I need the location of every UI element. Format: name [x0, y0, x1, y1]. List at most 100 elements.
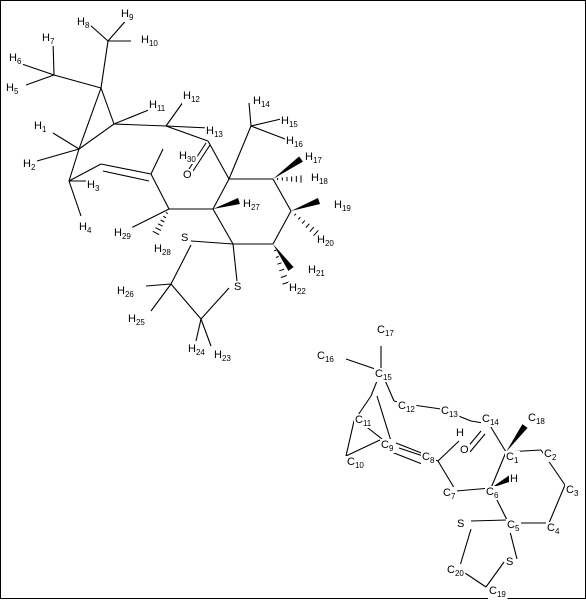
molecule-a-atom-label: H8 [76, 16, 91, 30]
atom-index: 19 [497, 590, 506, 599]
atom-symbol: H [289, 282, 297, 294]
molecule-a-atom-label: H30 [178, 150, 198, 164]
svg-text:C3: C3 [566, 484, 579, 498]
atom-symbol: H [87, 179, 95, 191]
molecule-b-atom-label: O [459, 444, 470, 456]
svg-text:C16: C16 [317, 350, 334, 364]
molecule-a-bond [272, 178, 292, 212]
molecule-a-bond [165, 125, 210, 129]
atom-index: 3 [95, 184, 100, 193]
svg-text:H3: H3 [87, 179, 100, 193]
atom-index: 10 [149, 39, 158, 48]
atom-symbol: C [375, 368, 383, 380]
atom-symbol: H [23, 158, 31, 170]
atom-index: 6 [17, 57, 22, 66]
molecule-a-wedge-bond [291, 197, 321, 211]
molecule-a-bond [207, 140, 230, 180]
atom-index: 27 [251, 203, 260, 212]
svg-text:C1: C1 [506, 451, 519, 465]
atom-symbol: H [334, 199, 342, 211]
atom-symbol: C [506, 451, 514, 463]
svg-text:C14: C14 [482, 413, 499, 427]
svg-text:C4: C4 [547, 522, 560, 536]
molecule-a-atom-label: H22 [288, 282, 308, 296]
molecule-a-bond [68, 148, 80, 182]
atom-index: 15 [289, 120, 298, 129]
molecule-a-atom-label: H27 [242, 198, 262, 212]
molecule-a-bond [250, 125, 286, 140]
molecule-b-atom-label: C11 [354, 414, 373, 428]
atom-symbol: C [489, 585, 497, 597]
svg-text:C11: C11 [355, 414, 372, 428]
molecule-b-atom-label: C20 [446, 564, 466, 578]
molecule-b-atom-label: C12 [397, 400, 417, 414]
molecule-b-atom-label: C8 [421, 451, 436, 465]
svg-text:H4: H4 [79, 221, 92, 235]
molecule-a-atom-label: S [180, 232, 190, 244]
atom-symbol: H [79, 221, 87, 233]
molecule-a-atom-label: H5 [5, 82, 20, 96]
atom-symbol: C [507, 519, 515, 531]
molecule-b-atom-label: C6 [485, 486, 500, 500]
atom-index: 1 [42, 125, 47, 134]
molecule-a-bond [190, 240, 234, 245]
svg-text:C8: C8 [422, 451, 435, 465]
molecule-b-atom-label: C1 [505, 451, 520, 465]
svg-text:C9: C9 [381, 439, 394, 453]
atom-symbol: O [183, 169, 192, 181]
molecule-b-bond [485, 561, 505, 588]
molecule-a-atom-label: H14 [252, 95, 272, 109]
atom-index: 2 [552, 453, 557, 462]
molecule-b-bonds [345, 346, 566, 588]
svg-text:H12: H12 [183, 90, 200, 104]
atom-symbol: H [286, 135, 294, 147]
molecule-b-atom-label: S [456, 518, 466, 530]
molecule-a-bond [250, 118, 282, 127]
atom-index: 16 [325, 355, 334, 364]
molecule-b-atom-label: C18 [527, 412, 547, 426]
molecule-b-atom-label: H [509, 473, 519, 485]
molecule-a-bond [128, 208, 170, 230]
svg-text:H14: H14 [253, 95, 270, 109]
molecule-b-atom-label: C2 [543, 448, 558, 462]
svg-text:H5: H5 [6, 82, 19, 96]
molecule-a-bond [150, 173, 170, 210]
molecule-a-atom-label: H1 [33, 120, 48, 134]
atom-symbol: H [114, 227, 122, 239]
svg-text:H26: H26 [117, 285, 134, 299]
molecule-a-bonds [18, 16, 321, 347]
atom-index: 16 [294, 140, 303, 149]
molecule-b-bond [388, 450, 423, 465]
molecule-a-atom-label: H28 [153, 243, 173, 257]
molecule-b-wedge-bond [491, 475, 513, 488]
atom-symbol: O [460, 444, 469, 456]
atom-symbol: H [121, 8, 129, 20]
molecule-a-bond [100, 163, 152, 175]
molecule-a-bond [25, 74, 55, 86]
atom-symbol: H [117, 285, 125, 297]
svg-text:H25: H25 [128, 313, 145, 327]
molecule-b-atom-label: C7 [442, 487, 457, 501]
molecule-a-atom-label: H20 [316, 234, 336, 248]
atom-symbol: C [528, 412, 536, 424]
molecule-a-bond [78, 87, 102, 150]
molecule-a-bond [170, 244, 192, 285]
svg-text:S: S [506, 556, 513, 568]
atom-symbol: S [506, 556, 513, 568]
atom-index: 28 [162, 248, 171, 257]
molecule-a-atom-label: H2 [22, 158, 37, 172]
atom-symbol: C [443, 487, 451, 499]
atom-index: 14 [261, 100, 270, 109]
atom-index: 13 [214, 130, 223, 139]
svg-text:H11: H11 [149, 99, 166, 113]
molecule-a-bond [192, 144, 211, 172]
molecule-b-atom-label: C13 [440, 405, 460, 419]
molecule-b-bond [437, 460, 457, 492]
molecule-a-bond [165, 125, 209, 142]
molecule-a-bond [248, 102, 252, 127]
atom-index: 25 [136, 318, 145, 327]
molecule-a-atom-label: H16 [285, 135, 305, 149]
molecule-a-bond [200, 287, 230, 320]
svg-text:C13: C13 [441, 405, 458, 419]
